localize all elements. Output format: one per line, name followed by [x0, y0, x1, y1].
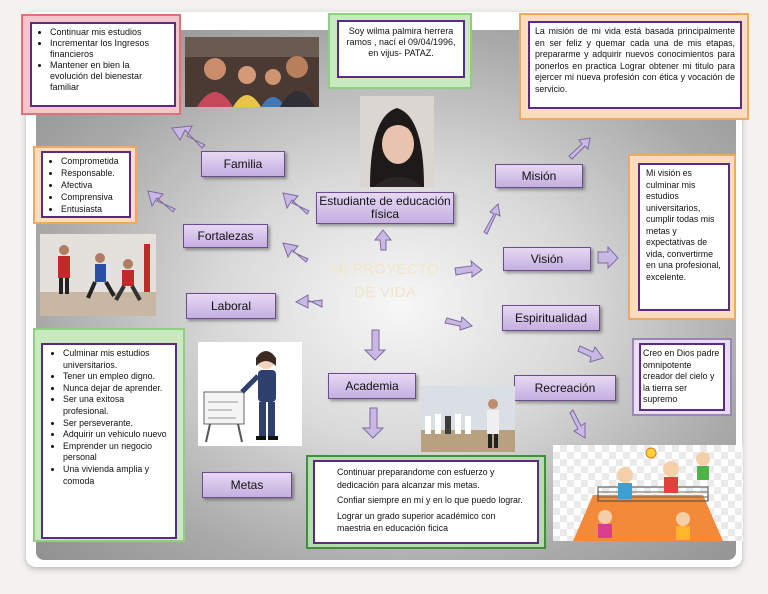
node-laboral: Laboral [186, 293, 276, 319]
node-estudiante-label: Estudiante de educación física [319, 194, 451, 221]
node-familia-label: Familia [223, 156, 263, 171]
node-espiritualidad-label: Espiritualidad [514, 310, 588, 325]
list-item: Continuar preparandome con esfuerzo y de… [337, 467, 495, 490]
center-title: MI PROYECTO DE VIDA [310, 258, 460, 304]
node-fortalezas-label: Fortalezas [197, 228, 254, 243]
node-fortalezas: Fortalezas [183, 224, 268, 248]
center-title-line1: MI PROYECTO [330, 261, 440, 278]
class-image [421, 386, 515, 452]
family-box: Continuar mis estudios Incrementar los I… [30, 22, 176, 107]
gym-image [40, 234, 156, 316]
list-item: Comprometida [61, 155, 125, 167]
teacher-image [198, 342, 302, 446]
list-item: Tener un empleo digno. [63, 371, 169, 383]
arrow-icon [361, 407, 385, 439]
mision-text: La misión de mi vida está basada princip… [535, 26, 735, 94]
node-recreacion-label: Recreación [534, 380, 596, 395]
list-item: Confiar siempre en mí y en lo que puedo … [337, 495, 523, 505]
volleyball-image [573, 447, 723, 541]
goals-box: Culminar mis estudios universitarios. Te… [41, 343, 177, 539]
center-title-line2: DE VIDA [353, 284, 417, 301]
node-familia: Familia [201, 151, 285, 177]
node-laboral-label: Laboral [210, 298, 252, 313]
intro-text: Soy wilma palmira herrera ramos , nací e… [346, 26, 456, 58]
mision-box: La misión de mi vida está basada princip… [528, 21, 742, 109]
faith-text: Creo en Dios padre omnipotente creador d… [643, 348, 720, 404]
arrow-icon [294, 294, 323, 309]
node-vision-label: Visión [530, 251, 564, 266]
arrow-icon [444, 316, 473, 331]
list-item: Emprender un negocio personal [63, 441, 169, 464]
node-espiritualidad: Espiritualidad [502, 305, 600, 331]
node-mision-label: Misión [521, 168, 557, 183]
node-estudiante: Estudiante de educación física [316, 192, 454, 224]
arrow-icon [569, 409, 586, 439]
list-item: Ser una exitosa profesional. [63, 394, 169, 417]
list-item: Una vivienda amplia y comoda [63, 464, 169, 487]
list-item: Incrementar los Ingresos financieros [50, 38, 170, 60]
kids-volleyball-illustration [553, 445, 743, 541]
strengths-list: Comprometida Responsable. Afectiva Compr… [47, 155, 125, 215]
arrow-icon [171, 125, 206, 149]
arrow-icon [147, 190, 176, 213]
faith-box: Creo en Dios padre omnipotente creador d… [639, 343, 725, 411]
intro-box: Soy wilma palmira herrera ramos , nací e… [337, 20, 465, 78]
vision-text: Mi visión es culminar mis estudios unive… [646, 168, 721, 282]
vision-box: Mi visión es culminar mis estudios unive… [638, 163, 730, 311]
node-metas-label: Metas [230, 477, 264, 492]
teacher-illustration [198, 342, 302, 446]
node-vision: Visión [503, 247, 591, 271]
list-item: Lograr un grado superior académico con m… [337, 510, 496, 534]
family-photo [185, 37, 319, 107]
arrow-icon [483, 202, 501, 235]
class-photo [421, 386, 515, 452]
node-mision: Misión [495, 164, 583, 188]
node-metas: Metas [202, 472, 292, 498]
list-item: Mantener en bien la evolución del bienes… [50, 60, 170, 93]
list-item: Comprensiva [61, 191, 125, 203]
arrow-icon [282, 242, 309, 263]
list-item: Responsable. [61, 167, 125, 179]
arrow-icon [568, 137, 591, 160]
arrow-icon [577, 345, 604, 363]
family-photo-image [185, 37, 319, 107]
arrow-icon [597, 245, 619, 270]
arrow-icon [363, 329, 387, 361]
goals-list: Culminar mis estudios universitarios. Te… [49, 348, 169, 487]
list-item: Adquirir un vehiculo nuevo [63, 429, 169, 441]
node-academia-label: Academia [345, 378, 399, 393]
portrait-image [360, 96, 434, 187]
strengths-box: Comprometida Responsable. Afectiva Compr… [41, 151, 131, 218]
list-item: Ser perseverante. [63, 418, 169, 430]
list-item: Entusiasta [61, 203, 125, 215]
gym-photo [40, 234, 156, 316]
node-recreacion: Recreación [514, 375, 616, 401]
portrait-photo [360, 96, 434, 187]
arrow-icon [373, 229, 393, 251]
arrow-icon [454, 259, 483, 278]
academia-box: Continuar preparandome con esfuerzo y de… [313, 460, 539, 544]
list-item: Nunca dejar de aprender. [63, 383, 169, 395]
list-item: Afectiva [61, 179, 125, 191]
node-academia: Academia [328, 373, 416, 399]
arrow-icon [282, 192, 310, 215]
list-item: Culminar mis estudios universitarios. [63, 348, 169, 371]
list-item: Continuar mis estudios [50, 27, 170, 38]
family-list: Continuar mis estudios Incrementar los I… [36, 27, 170, 93]
